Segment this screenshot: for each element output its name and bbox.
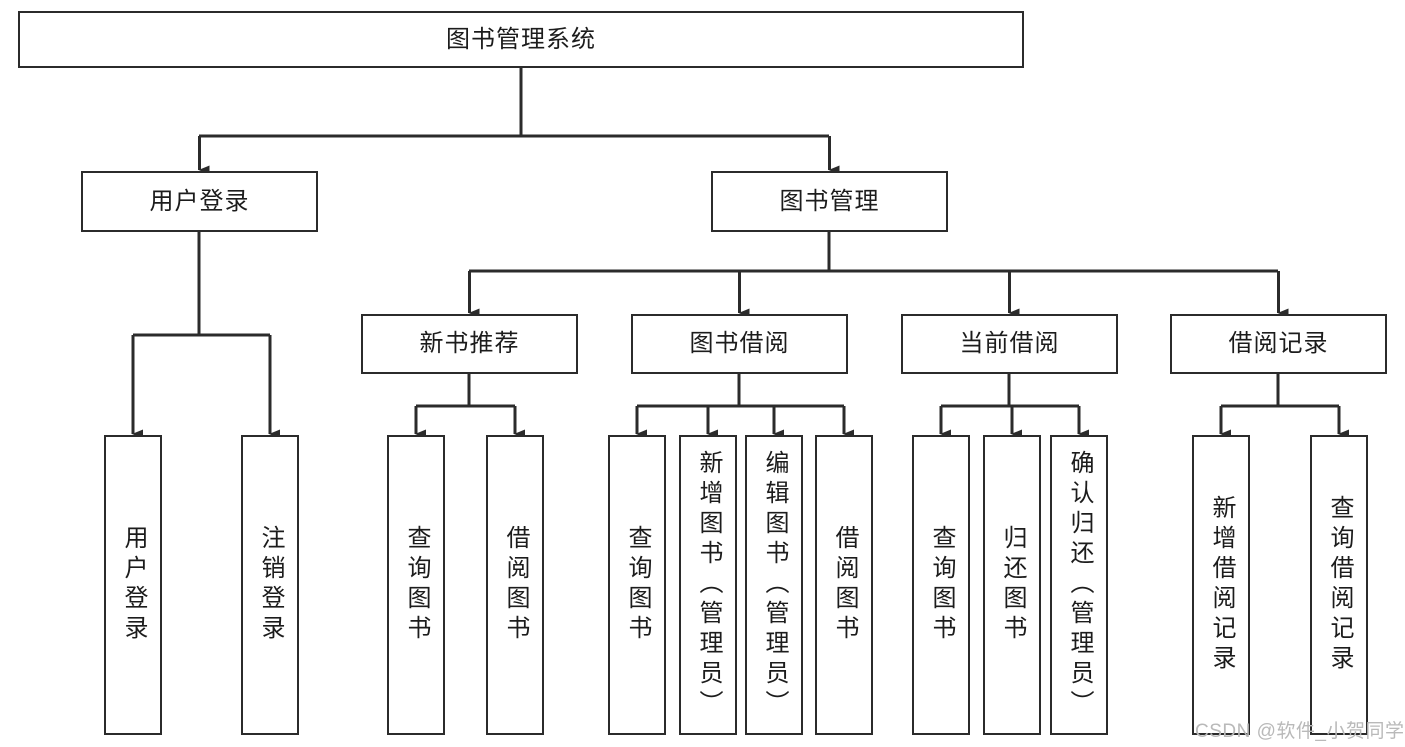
node-label: 查询图书 bbox=[403, 525, 430, 645]
node-label: 编辑图书（管理员） bbox=[761, 450, 788, 720]
node-leaf-query-borrow-record[interactable]: 查询借阅记录 bbox=[1310, 435, 1368, 735]
node-leaf-add-borrow-record[interactable]: 新增借阅记录 bbox=[1192, 435, 1250, 735]
node-label: 新书推荐 bbox=[419, 330, 520, 358]
node-label: 新增图书（管理员） bbox=[695, 450, 722, 720]
node-borrow-record[interactable]: 借阅记录 bbox=[1170, 314, 1387, 374]
node-leaf-user-logout[interactable]: 注销登录 bbox=[241, 435, 299, 735]
node-leaf-edit-book-admin[interactable]: 编辑图书（管理员） bbox=[745, 435, 803, 735]
node-label: 借阅图书 bbox=[502, 525, 529, 645]
node-label: 借阅图书 bbox=[831, 525, 858, 645]
node-label: 当前借阅 bbox=[959, 330, 1060, 358]
node-new-book-recommend[interactable]: 新书推荐 bbox=[361, 314, 578, 374]
node-label: 查询借阅记录 bbox=[1326, 495, 1353, 675]
node-leaf-user-login[interactable]: 用户登录 bbox=[104, 435, 162, 735]
node-label: 用户登录 bbox=[149, 187, 250, 215]
node-label: 确认归还（管理员） bbox=[1066, 450, 1093, 720]
node-leaf-query-book-recommend[interactable]: 查询图书 bbox=[387, 435, 445, 735]
node-leaf-query-book-current[interactable]: 查询图书 bbox=[912, 435, 970, 735]
node-leaf-add-book-admin[interactable]: 新增图书（管理员） bbox=[679, 435, 737, 735]
node-label: 归还图书 bbox=[999, 525, 1026, 645]
node-leaf-return-book[interactable]: 归还图书 bbox=[983, 435, 1041, 735]
node-leaf-borrow-book[interactable]: 借阅图书 bbox=[815, 435, 873, 735]
node-label: 借阅记录 bbox=[1228, 330, 1329, 358]
node-label: 注销登录 bbox=[257, 525, 284, 645]
node-book-borrow[interactable]: 图书借阅 bbox=[631, 314, 848, 374]
node-root-book-management-system[interactable]: 图书管理系统 bbox=[18, 11, 1024, 68]
node-leaf-query-book-borrow[interactable]: 查询图书 bbox=[608, 435, 666, 735]
node-label: 图书借阅 bbox=[689, 330, 790, 358]
connector-lines bbox=[131, 68, 1349, 439]
node-label: 新增借阅记录 bbox=[1208, 495, 1235, 675]
node-label: 查询图书 bbox=[624, 525, 651, 645]
node-current-borrow[interactable]: 当前借阅 bbox=[901, 314, 1118, 374]
node-label: 用户登录 bbox=[120, 525, 147, 645]
node-leaf-confirm-return-admin[interactable]: 确认归还（管理员） bbox=[1050, 435, 1108, 735]
node-user-login[interactable]: 用户登录 bbox=[81, 171, 318, 232]
csdn-watermark: CSDN @软件_小贺同学 bbox=[1195, 721, 1405, 742]
node-book-management[interactable]: 图书管理 bbox=[711, 171, 948, 232]
node-leaf-borrow-book-recommend[interactable]: 借阅图书 bbox=[486, 435, 544, 735]
node-label: 图书管理 bbox=[779, 187, 880, 215]
node-label: 图书管理系统 bbox=[446, 25, 596, 53]
node-label: 查询图书 bbox=[928, 525, 955, 645]
